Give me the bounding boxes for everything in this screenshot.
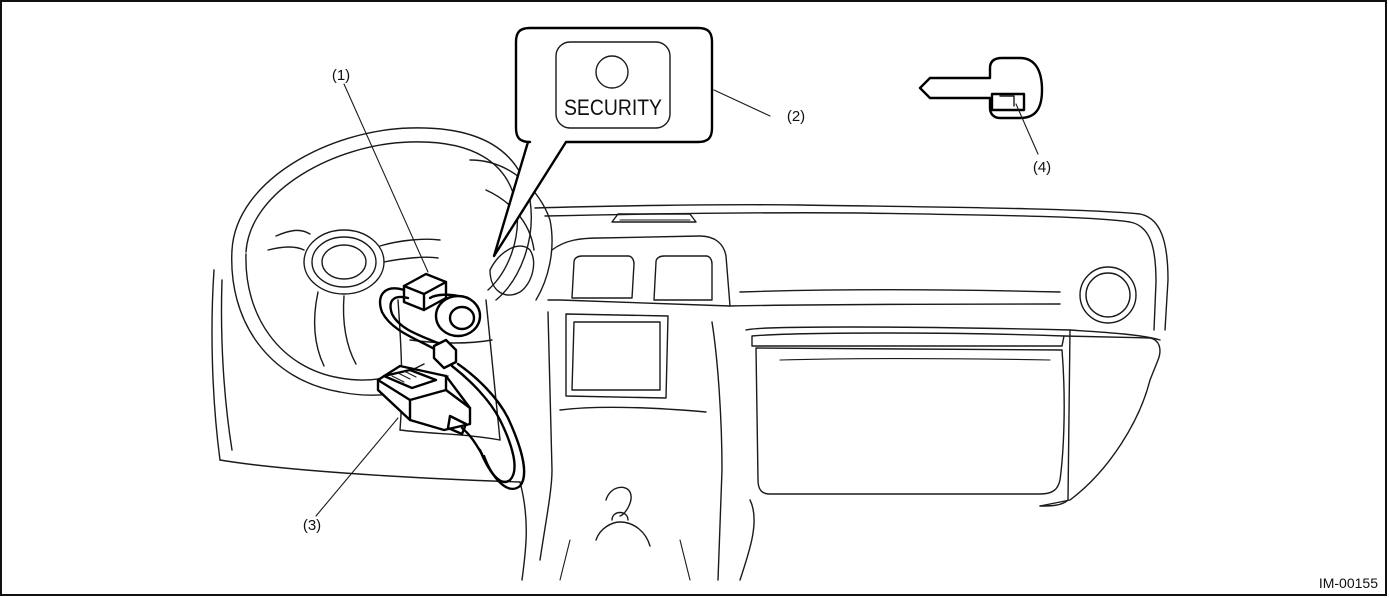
dashboard bbox=[220, 205, 1168, 580]
callout-1: (1) bbox=[332, 67, 350, 84]
callout-3: (3) bbox=[303, 517, 321, 534]
key-icon bbox=[920, 58, 1042, 118]
security-label: SECURITY bbox=[564, 95, 662, 120]
immobilizer-components bbox=[378, 274, 524, 489]
callout-2: (2) bbox=[787, 108, 805, 125]
figure-id: IM-00155 bbox=[1319, 575, 1378, 591]
leader-line-4 bbox=[1016, 104, 1038, 154]
leader-line-3 bbox=[316, 418, 398, 516]
callout-4: (4) bbox=[1033, 159, 1051, 176]
leader-line-2 bbox=[714, 90, 770, 116]
